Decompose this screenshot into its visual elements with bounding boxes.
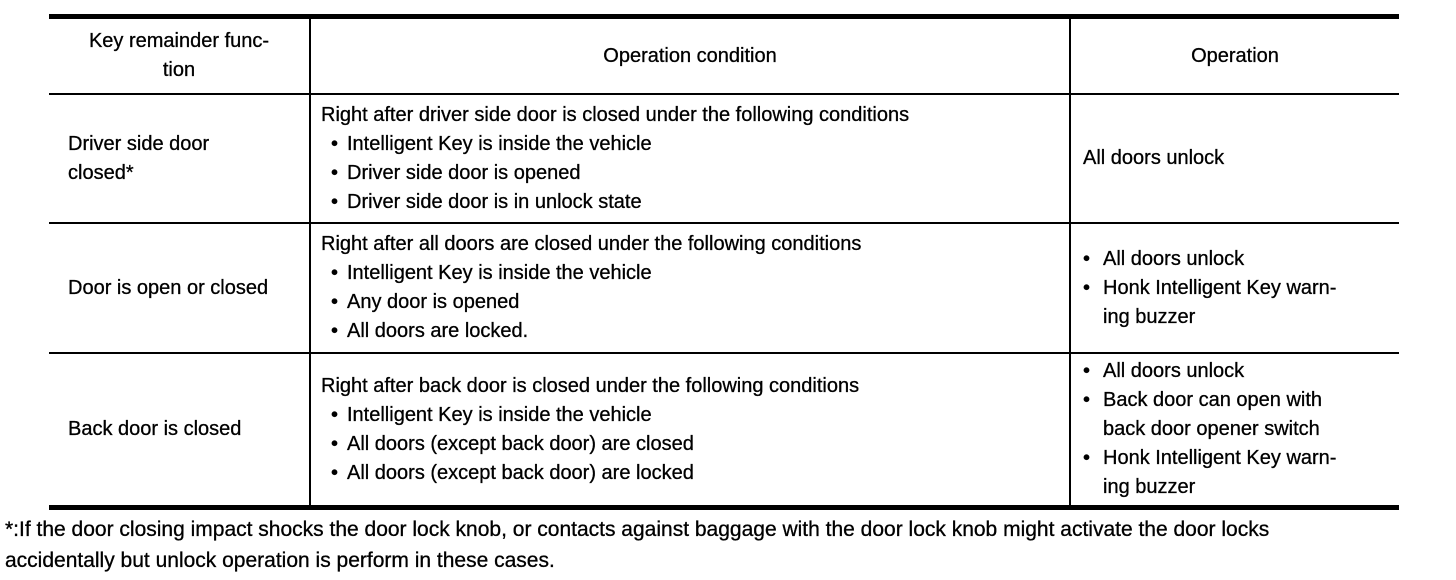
list-item: • Any door is opened xyxy=(331,288,861,317)
list-item-text: All doors are locked. xyxy=(347,320,529,342)
condition-list: • Intelligent Key is inside the vehicle … xyxy=(321,401,859,488)
list-item-text: All doors (except back door) are closed xyxy=(347,432,694,455)
condition-intro: Right after driver side door is closed u… xyxy=(321,103,910,126)
operation-list: • All doors unlock • Honk Intelligent Ke… xyxy=(1083,245,1337,332)
header-cell-key-remainder-function: Key remainder func- tion xyxy=(49,19,311,93)
table-header-row: Key remainder func- tion Operation condi… xyxy=(49,19,1399,95)
bullet-icon: • xyxy=(331,403,339,426)
function-label: Driver side door closed* xyxy=(68,132,210,184)
condition-block: Right after back door is closed under th… xyxy=(321,372,859,488)
cell-key-remainder-function: Back door is closed xyxy=(49,354,311,505)
list-item: • Intelligent Key is inside the vehicle xyxy=(331,259,861,288)
list-item-text: Any door is opened xyxy=(347,291,520,313)
list-item-text: Honk Intelligent Key warn- ing buzzer xyxy=(1103,447,1337,498)
list-item: • Intelligent Key is inside the vehicle xyxy=(331,401,859,430)
list-item-text: Intelligent Key is inside the vehicle xyxy=(347,132,652,155)
bullet-icon: • xyxy=(1083,360,1091,382)
bullet-icon: • xyxy=(331,132,339,155)
list-item-text: All doors unlock xyxy=(1103,247,1245,270)
header-cell-operation: Operation xyxy=(1071,19,1399,93)
bullet-icon: • xyxy=(1083,447,1091,469)
cell-operation: • All doors unlock • Honk Intelligent Ke… xyxy=(1071,224,1399,352)
list-item: • All doors unlock xyxy=(1083,357,1336,386)
list-item: • All doors are locked. xyxy=(331,317,861,346)
cell-operation-condition: Right after back door is closed under th… xyxy=(311,354,1071,505)
list-item: • Intelligent Key is inside the vehicle xyxy=(331,130,909,159)
footnote: *:If the door closing impact shocks the … xyxy=(5,518,1270,572)
operation-text: All doors unlock xyxy=(1083,147,1225,169)
list-item-text: Back door can open with back door opener… xyxy=(1103,389,1323,440)
function-label: Back door is closed xyxy=(68,418,242,440)
condition-intro: Right after all doors are closed under t… xyxy=(321,233,862,255)
bullet-icon: • xyxy=(331,190,339,213)
condition-list: • Intelligent Key is inside the vehicle … xyxy=(321,259,861,346)
cell-operation-condition: Right after driver side door is closed u… xyxy=(311,95,1071,222)
list-item-text: Driver side door is opened xyxy=(347,161,581,184)
list-item: • Driver side door is in unlock state xyxy=(331,188,909,217)
condition-block: Right after all doors are closed under t… xyxy=(321,230,862,346)
table-row: Door is open or closed Right after all d… xyxy=(49,224,1399,354)
bullet-icon: • xyxy=(331,320,339,342)
list-item-text: Honk Intelligent Key warn- ing buzzer xyxy=(1103,276,1337,328)
list-item-text: All doors (except back door) are locked xyxy=(347,461,694,484)
table-row: Driver side door closed* Right after dri… xyxy=(49,95,1399,224)
list-item: • All doors (except back door) are locke… xyxy=(331,459,859,488)
list-item: • Driver side door is opened xyxy=(331,159,909,188)
list-item-text: All doors unlock xyxy=(1103,360,1245,382)
header-label: Key remainder func- tion xyxy=(88,30,270,81)
bullet-icon: • xyxy=(1083,247,1091,270)
function-label: Door is open or closed xyxy=(68,276,269,299)
list-item-text: Driver side door is in unlock state xyxy=(347,190,642,213)
list-item: • All doors unlock xyxy=(1083,245,1336,274)
list-item-text: Intelligent Key is inside the vehicle xyxy=(347,262,652,284)
cell-key-remainder-function: Door is open or closed xyxy=(49,224,311,352)
header-label: Operation condition xyxy=(603,44,777,67)
cell-key-remainder-function: Driver side door closed* xyxy=(49,95,311,222)
header-cell-operation-condition: Operation condition xyxy=(311,19,1071,93)
cell-operation-condition: Right after all doors are closed under t… xyxy=(311,224,1071,352)
bullet-icon: • xyxy=(331,432,339,455)
bullet-icon: • xyxy=(331,262,339,284)
bullet-icon: • xyxy=(331,461,339,484)
list-item: • Honk Intelligent Key warn- ing buzzer xyxy=(1083,444,1337,502)
key-reminder-function-table: Key remainder func- tion Operation condi… xyxy=(49,14,1399,510)
bullet-icon: • xyxy=(1083,276,1091,299)
condition-intro: Right after back door is closed under th… xyxy=(321,374,860,397)
bullet-icon: • xyxy=(331,291,339,313)
bullet-icon: • xyxy=(1083,389,1091,411)
bullet-icon: • xyxy=(331,161,339,184)
operation-list: • All doors unlock • Back door can open … xyxy=(1083,357,1337,502)
list-item-text: Intelligent Key is inside the vehicle xyxy=(347,403,652,426)
header-label: Operation xyxy=(1191,44,1279,67)
cell-operation: • All doors unlock • Back door can open … xyxy=(1071,354,1399,505)
table-row: Back door is closed Right after back doo… xyxy=(49,354,1399,505)
list-item: • Back door can open with back door open… xyxy=(1083,386,1336,444)
condition-block: Right after driver side door is closed u… xyxy=(321,101,909,217)
cell-operation: All doors unlock xyxy=(1071,95,1399,222)
list-item: • Honk Intelligent Key warn- ing buzzer xyxy=(1083,274,1337,332)
condition-list: • Intelligent Key is inside the vehicle … xyxy=(321,130,909,217)
list-item: • All doors (except back door) are close… xyxy=(331,430,859,459)
